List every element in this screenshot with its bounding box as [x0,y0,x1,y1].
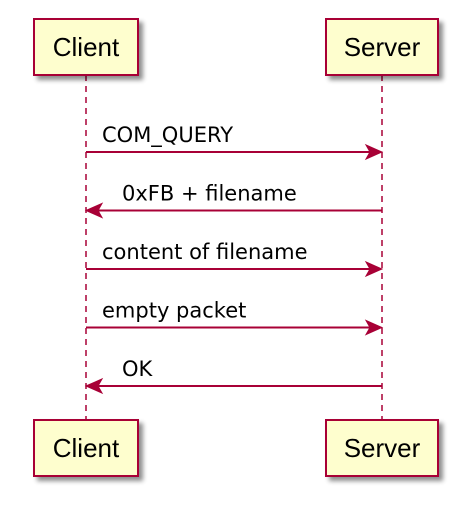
participant-label: Server [344,32,421,62]
participant-box [325,18,439,76]
participant-client-bottom: Client [33,419,139,477]
message-5: OK [84,357,382,395]
message-2: 0xFB + filename [84,182,382,219]
participant-label: Client [53,433,120,463]
message-3: content of filename [86,240,384,278]
arrow-head [364,319,384,336]
participant-label: Server [344,433,421,463]
arrow-head [364,260,384,278]
participant-box [33,419,139,477]
participant-box [325,419,439,477]
message-label: 0xFB + filename [122,182,297,206]
arrow-head [84,202,104,219]
message-4: empty packet [86,299,384,336]
participant-client-top: Client [33,18,139,76]
message-label: empty packet [102,299,246,323]
arrow-head [364,143,384,161]
message-label: content of filename [102,240,308,264]
message-1: COM_QUERY [86,123,384,161]
participant-label: Client [53,32,120,62]
participant-box [33,18,139,76]
arrow-head [84,377,104,395]
message-label: OK [122,357,154,381]
message-label: COM_QUERY [102,123,233,148]
participant-server-bottom: Server [325,419,439,477]
participant-server-top: Server [325,18,439,76]
